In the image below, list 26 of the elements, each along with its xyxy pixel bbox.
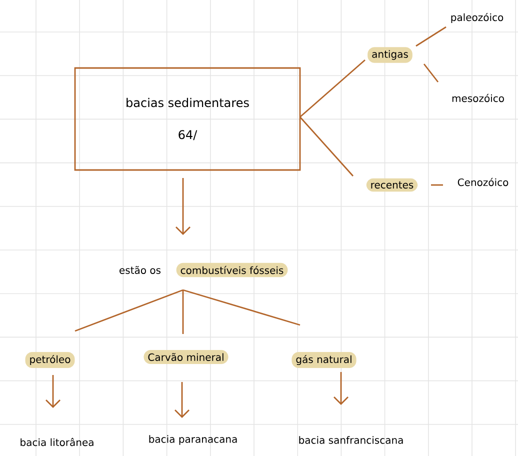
highlighted-label: antigas <box>368 47 412 63</box>
text-label: Cenozóico <box>458 178 508 186</box>
highlighted-label: Carvão mineral <box>144 350 228 364</box>
text-label: bacia sanfranciscana <box>299 436 403 444</box>
connector-line <box>182 290 184 334</box>
text-label: paleozóico <box>451 12 504 24</box>
connector-line <box>300 59 366 118</box>
text-label: bacia paranacana <box>149 435 237 445</box>
highlighted-label: combustíveis fósseis <box>176 262 288 278</box>
text-label: mesozóico <box>452 94 504 102</box>
text-label: estão os <box>120 266 161 274</box>
arrow <box>334 372 348 405</box>
arrow <box>46 375 60 408</box>
highlighted-label: recentes <box>366 178 418 192</box>
connector-line <box>416 26 446 47</box>
connector-line <box>431 184 443 186</box>
arrow <box>176 178 190 235</box>
highlighted-label: petróleo <box>25 352 75 368</box>
highlighted-label: gás natural <box>292 352 356 368</box>
connector-line <box>299 116 354 176</box>
process-box: bacias sedimentares 64/ <box>74 67 301 171</box>
connector-line <box>74 289 184 332</box>
connector-line <box>423 64 439 82</box>
connector-line <box>182 289 300 326</box>
arrow <box>174 382 190 418</box>
text-label: bacia litorânea <box>20 438 94 446</box>
